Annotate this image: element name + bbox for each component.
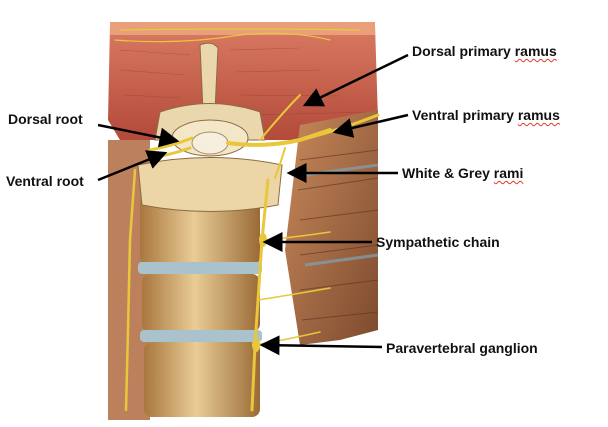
spinal-cord [191, 131, 229, 155]
spinous-process [199, 42, 219, 111]
arrow-dorsal-primary-ramus [302, 53, 409, 107]
label-dorsal-primary-ramus: Dorsal primary ramus [412, 43, 557, 59]
muscle-striations [119, 47, 371, 116]
left-sympathetic-chain [124, 168, 137, 412]
arrow-ventral-root [97, 150, 168, 182]
arrow-dorsal-root [97, 123, 180, 148]
arrow-ventral-primary-ramus [332, 113, 409, 138]
arrow-paravertebral-ganglion [259, 335, 383, 356]
vertebral-body-top [137, 157, 283, 212]
vertebral-body-lower-2 [142, 274, 260, 332]
label-white-grey-rami: White & Grey rami [402, 165, 524, 181]
intercostal-lines [297, 149, 379, 321]
vertebral-body-lower-3 [144, 342, 260, 417]
dorsal-ramus-nerve [259, 94, 301, 141]
label-dorsal-root: Dorsal root [8, 111, 83, 127]
intervertebral-disc-1 [138, 262, 262, 274]
thoracic-wall [285, 110, 378, 345]
intervertebral-disc-2 [140, 330, 262, 342]
vertebral-body-lower-1 [140, 195, 260, 265]
pointer-arrows [97, 53, 409, 356]
label-ventral-primary-ramus: Ventral primary ramus [412, 107, 560, 123]
label-ventral-root: Ventral root [6, 173, 84, 189]
label-sympathetic-chain: Sympathetic chain [376, 234, 500, 250]
ganglion-lower [252, 338, 260, 352]
rami-communicantes [274, 147, 286, 179]
ganglion-upper [259, 233, 267, 247]
dorsal-muscle-branches [114, 28, 361, 43]
label-paravertebral-ganglion: Paravertebral ganglion [386, 340, 538, 356]
